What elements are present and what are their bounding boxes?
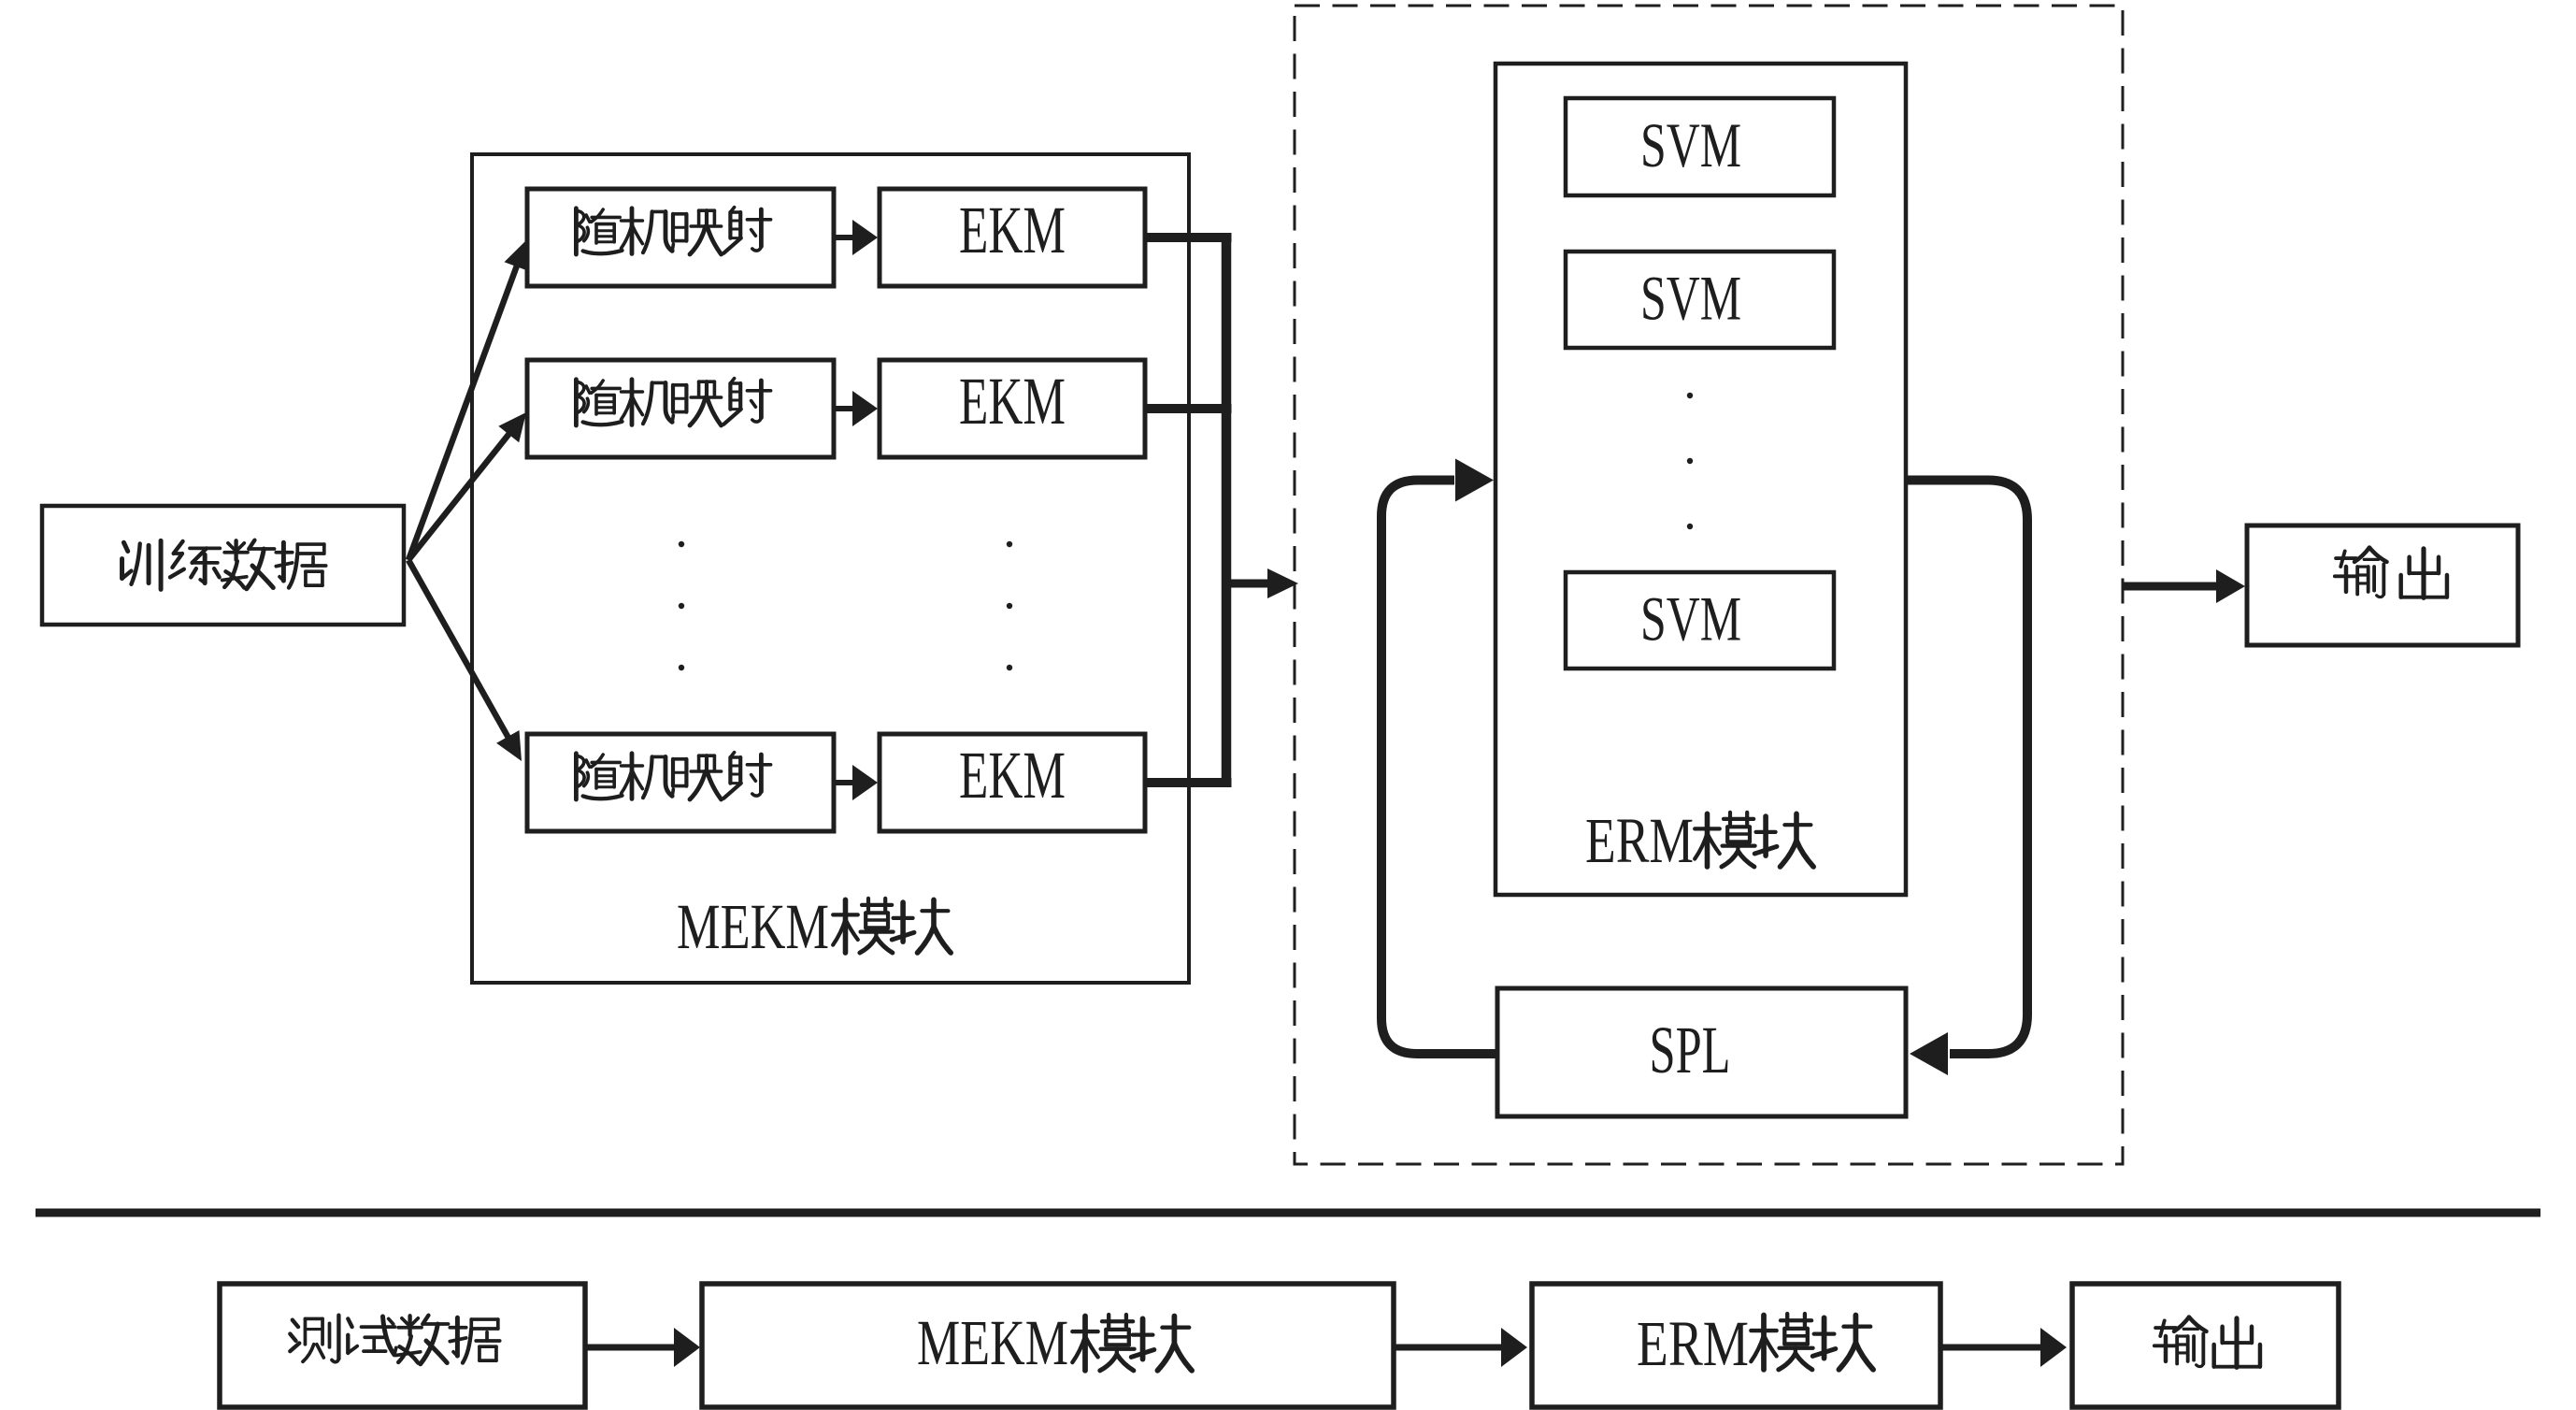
svg-text:SVM: SVM xyxy=(1640,583,1741,655)
svg-text:MEKM: MEKM xyxy=(917,1307,1068,1378)
svg-text:SVM: SVM xyxy=(1640,263,1741,334)
svg-text:SPL: SPL xyxy=(1650,1013,1731,1087)
svg-text:ERM: ERM xyxy=(1637,1308,1749,1379)
svg-text:EKM: EKM xyxy=(959,364,1066,439)
svg-text:ERM: ERM xyxy=(1585,805,1694,876)
svg-text:EKM: EKM xyxy=(959,193,1066,267)
svg-text:EKM: EKM xyxy=(959,738,1066,813)
svg-text:MEKM: MEKM xyxy=(677,891,829,962)
svg-text:SVM: SVM xyxy=(1640,109,1741,180)
